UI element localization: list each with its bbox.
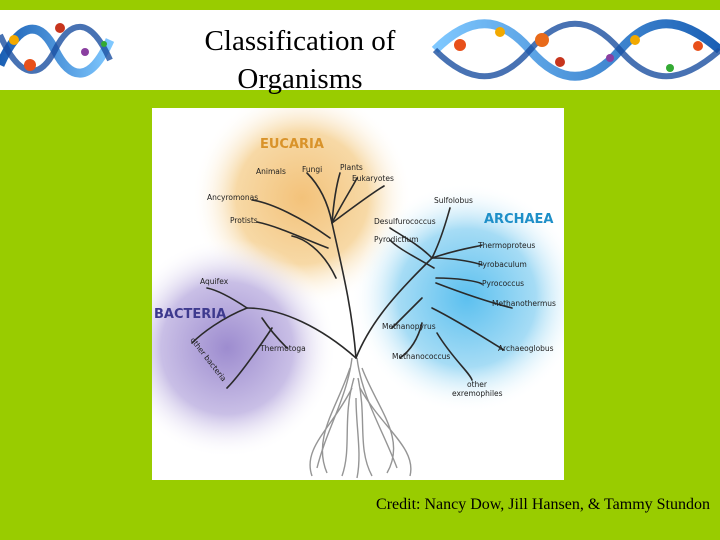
- label-protists: Protists: [230, 216, 258, 225]
- label-pyrococcus: Pyrococcus: [482, 279, 524, 288]
- archaea-region: [352, 183, 564, 413]
- dna-helix-left-image: [0, 23, 115, 78]
- label-methanopyrus: Methanopyrus: [382, 322, 436, 331]
- dna-helix-right-image: [431, 19, 720, 81]
- slide-title-line2: Organisms: [237, 63, 363, 95]
- header-bar: Classification of Organisms: [0, 10, 720, 95]
- bacteria-region: [152, 238, 337, 458]
- tree-of-life-figure: EUCARIA ARCHAEA BACTERIA Animals Fungi P…: [152, 108, 564, 480]
- label-methanothermus: Methanothermus: [492, 299, 556, 308]
- domain-label-eucaria: EUCARIA: [260, 137, 324, 152]
- label-plants: Plants: [340, 163, 363, 172]
- label-pyrobaculum: Pyrobaculum: [478, 260, 527, 269]
- label-pyrodictium: Pyrodictium: [374, 235, 419, 244]
- tree-branches: [191, 172, 513, 389]
- slide-title: Classification of Organisms: [150, 22, 450, 98]
- label-other-1: other: [467, 380, 488, 389]
- label-fungi: Fungi: [302, 165, 322, 174]
- slide-title-line1: Classification of: [204, 25, 396, 57]
- label-desulfurococcus: Desulfurococcus: [374, 217, 436, 226]
- label-sulfolobus: Sulfolobus: [434, 196, 473, 205]
- credit-line: Credit: Nancy Dow, Jill Hansen, & Tammy …: [376, 496, 710, 513]
- label-animals: Animals: [256, 167, 286, 176]
- label-methanococcus: Methanococcus: [392, 352, 450, 361]
- label-aquifex: Aquifex: [200, 277, 229, 286]
- label-archaeoglobus: Archaeoglobus: [498, 344, 554, 353]
- label-ancyromonas: Ancyromonas: [207, 193, 258, 202]
- tree-of-life-diagram: EUCARIA ARCHAEA BACTERIA Animals Fungi P…: [152, 108, 564, 479]
- domain-label-archaea: ARCHAEA: [484, 212, 554, 227]
- label-thermotoga: Thermotoga: [259, 344, 306, 353]
- label-thermoproteus: Thermoproteus: [477, 241, 535, 250]
- domain-label-bacteria: BACTERIA: [154, 307, 226, 322]
- label-eukaryotes: Eukaryotes: [352, 174, 394, 183]
- tree-roots: [309, 357, 412, 479]
- label-other-2: exremophiles: [452, 389, 503, 398]
